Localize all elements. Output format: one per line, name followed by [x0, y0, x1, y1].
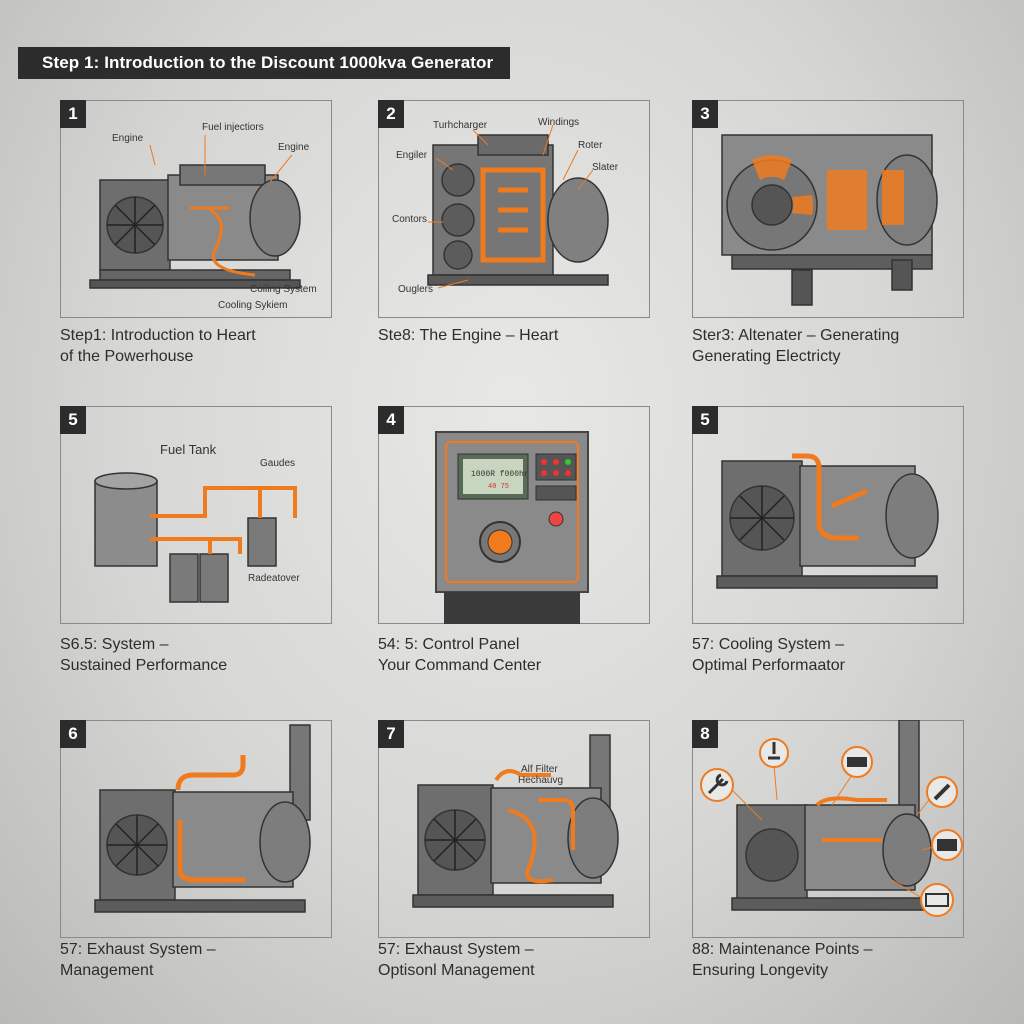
label-stator: Slater: [592, 162, 619, 173]
panel-control: 1000R f000hr 40 75 4: [378, 406, 650, 624]
label-cooling: Coiling System: [250, 284, 317, 295]
label-contors: Contors: [392, 214, 427, 225]
label-rotor: Roter: [578, 140, 603, 151]
step-badge: 3: [692, 100, 718, 128]
panel-caption: 57: Exhaust System – Management: [60, 941, 216, 979]
engine-illustration: Turhcharger Windings Engiler Roter Slate…: [392, 117, 619, 295]
panel-caption: 54: 5: Control Panel Your Command Center: [378, 636, 542, 674]
exhaust-management-illustration: Alf Filter Hechauvg: [412, 734, 619, 908]
panel-fuel-system: Fuel Tank Gaudes Radeatover 5: [60, 406, 332, 624]
label-ouglers: Ouglers: [398, 284, 433, 295]
label-fuel-tank: Fuel Tank: [160, 442, 217, 457]
label-cooling-2: Cooling Sykiem: [218, 300, 287, 311]
label-air-filter: Alf Filter: [521, 764, 558, 775]
label-turbocharger: Turhcharger: [433, 120, 488, 131]
panel-caption: 57: Exhaust System – Optisonl Management: [378, 941, 535, 979]
gauge-icon: [759, 738, 789, 768]
step-badge: 5: [692, 406, 718, 434]
label-housing: Hechauvg: [518, 775, 563, 786]
battery-icon: [920, 883, 954, 917]
generator-illustration: Engine Fuel injectiors Engine Coiling Sy…: [89, 122, 317, 311]
panel-exhaust-management: Alf Filter Hechauvg 7: [378, 720, 650, 938]
panel-engine-intro: Engine Fuel injectiors Engine Coiling Sy…: [60, 100, 332, 318]
label-engine: Engine: [112, 133, 144, 144]
page-title: Step 1: Introduction to the Discount 100…: [18, 47, 510, 79]
step-badge: 2: [378, 100, 404, 128]
step-badge: 6: [60, 720, 86, 748]
panel-alternator: 3: [692, 100, 964, 318]
panel-caption: Ster3: Altenater – Generating Generating…: [692, 327, 900, 365]
display-readout-1: 1000R f000hr: [471, 470, 529, 479]
label-fuel-injectors: Fuel injectiors: [202, 122, 264, 133]
label-gauges: Gaudes: [260, 458, 295, 469]
fuel-system-illustration: Fuel Tank Gaudes Radeatover: [94, 442, 300, 603]
panel-cooling: 5: [692, 406, 964, 624]
panel-maintenance: 8: [692, 720, 964, 938]
panel-caption: S6.5: System – Sustained Performance: [60, 636, 228, 674]
battery-icon: [931, 829, 963, 861]
label-windings: Windings: [538, 117, 579, 128]
control-panel-illustration: 1000R f000hr 40 75: [435, 431, 589, 624]
label-radiator: Radeatover: [248, 573, 300, 584]
cooling-illustration: [716, 453, 939, 589]
display-readout-2: 40 75: [488, 483, 509, 491]
panel-engine-heart: Turhcharger Windings Engiler Roter Slate…: [378, 100, 650, 318]
panel-exhaust: 6: [60, 720, 332, 938]
step-badge: 5: [60, 406, 86, 434]
radiator-fan-icon: [841, 746, 873, 778]
maintenance-illustration: [700, 720, 963, 917]
label-engiler: Engiler: [396, 150, 428, 161]
step-badge: 7: [378, 720, 404, 748]
step-badge: 4: [378, 406, 404, 434]
panel-caption: Ste8: The Engine – Heart: [378, 327, 559, 344]
wrench-icon: [700, 768, 734, 802]
label-engine-2: Engine: [278, 142, 310, 153]
filter-icon: [926, 776, 958, 808]
panel-caption: 88: Maintenance Points – Ensuring Longev…: [692, 941, 873, 979]
panel-caption: Stер1: Introduction to Heart of the Powe…: [60, 327, 256, 365]
alternator-illustration: [721, 134, 938, 306]
step-badge: 1: [60, 100, 86, 128]
panel-caption: 57: Cooling System – Optimal Performaato…: [692, 636, 845, 674]
step-badge: 8: [692, 720, 718, 748]
exhaust-illustration: [94, 724, 311, 913]
